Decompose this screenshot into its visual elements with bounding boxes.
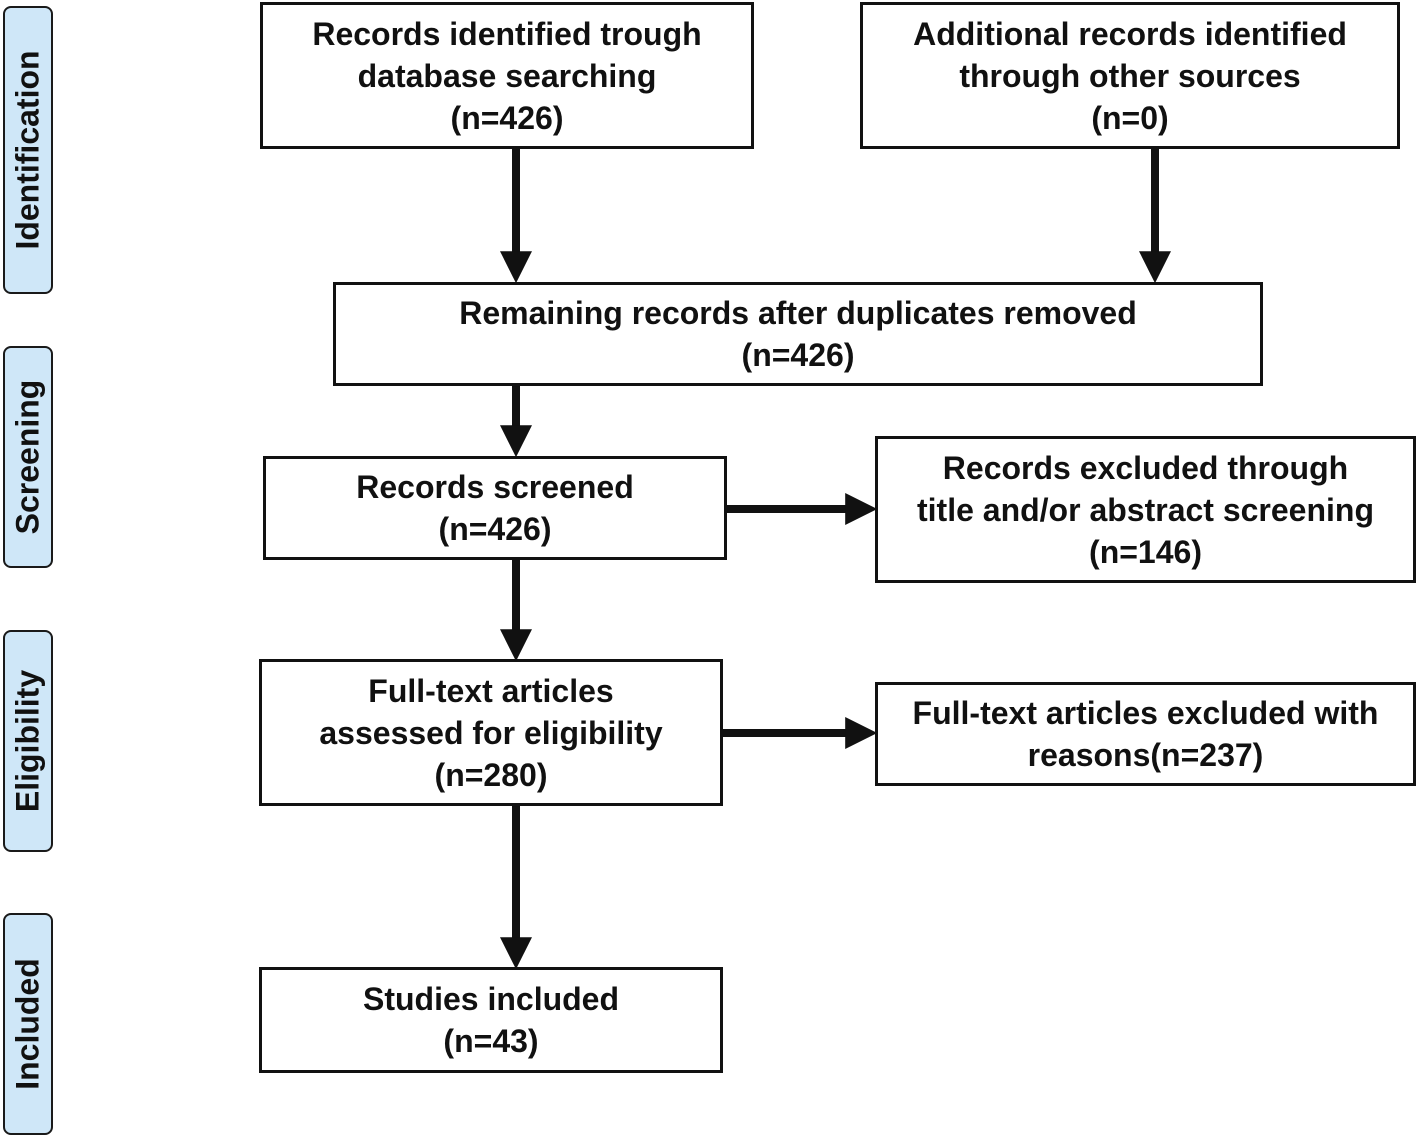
stage-label-identification: Identification [3,6,53,294]
box-excluded-title-abstract-count: (n=146) [1089,533,1202,570]
box-database-search: Records identified trough database searc… [260,2,754,149]
box-full-text-assessed-count: (n=280) [434,756,548,793]
box-full-text-excluded-line1: Full-text articles excluded with [912,695,1379,731]
box-other-sources-count: (n=0) [1091,99,1169,136]
box-database-search-line2: database searching [357,57,657,94]
stage-label-screening: Screening [3,346,53,568]
box-studies-included-line1: Studies included [362,981,620,1017]
box-records-screened: Records screened (n=426) [263,456,727,560]
box-excluded-title-abstract-line2: title and/or abstract screening [916,491,1374,528]
box-duplicates-removed-count: (n=426) [741,337,855,373]
box-full-text-excluded: Full-text articles excluded with reasons… [875,682,1416,786]
box-full-text-assessed-line1: Full-text articles [368,672,614,709]
box-duplicates-removed: Remaining records after duplicates remov… [333,282,1263,386]
box-other-sources-line2: through other sources [959,57,1301,94]
box-excluded-title-abstract-line1: Records excluded through [942,449,1349,486]
stage-label-eligibility: Eligibility [3,630,53,852]
box-studies-included-count: (n=43) [443,1023,539,1059]
box-other-sources-line1: Additional records identified [913,15,1347,52]
box-studies-included: Studies included (n=43) [259,967,723,1073]
box-other-sources: Additional records identified through ot… [860,2,1400,149]
stage-label-included: Included [3,913,53,1135]
box-duplicates-removed-line1: Remaining records after duplicates remov… [459,295,1137,331]
box-full-text-assessed: Full-text articles assessed for eligibil… [259,659,723,806]
box-full-text-excluded-line2: reasons(n=237) [1027,737,1264,773]
box-excluded-title-abstract: Records excluded through title and/or ab… [875,436,1416,583]
box-database-search-count: (n=426) [450,99,564,136]
box-records-screened-line1: Records screened [356,469,634,505]
box-database-search-line1: Records identified trough [312,15,702,52]
box-records-screened-count: (n=426) [438,511,552,547]
box-full-text-assessed-line2: assessed for eligibility [319,714,663,751]
